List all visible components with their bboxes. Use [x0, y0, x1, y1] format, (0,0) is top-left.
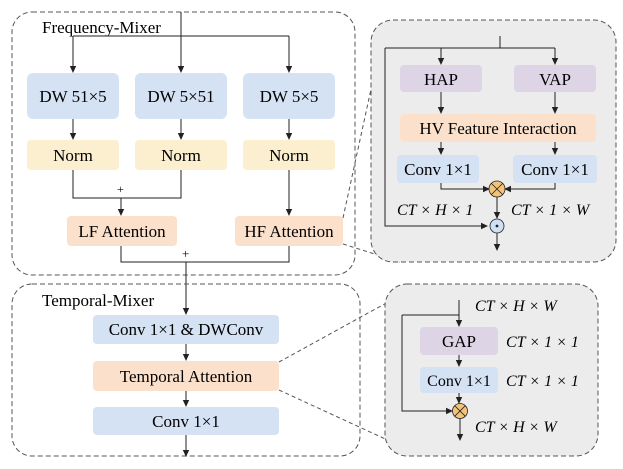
fm-merge-plus: +: [182, 246, 189, 261]
norm-label-3: Norm: [269, 146, 309, 165]
fm-merge-line: [72, 170, 182, 199]
norm-label-1: Norm: [53, 146, 93, 165]
dw-5x51-label: DW 5×51: [147, 87, 214, 106]
hap-block: [400, 65, 482, 92]
hf-conv-right-block: [513, 155, 597, 183]
conv-dwconv-block: [93, 315, 279, 344]
hf-dot-center: [495, 224, 499, 228]
hf-attention-block: [235, 216, 343, 246]
frequency-mixer-panel: Frequency-Mixer DW 51×5 DW 5×51 DW 5×5 N…: [11, 11, 356, 315]
norm-block-3: [243, 140, 335, 170]
dw-51x5-label: DW 51×5: [39, 87, 106, 106]
hf-conv-right-label: Conv 1×1: [521, 160, 589, 179]
ta-zoom-line-top: [278, 289, 411, 363]
hf-zoom-line-top: [342, 79, 374, 219]
hf-conv-left-block: [397, 155, 479, 183]
norm-block-1: [27, 140, 119, 170]
hv-interaction-block: [400, 114, 596, 142]
temporal-attention-label: Temporal Attention: [120, 367, 253, 386]
hf-dim-left-label: CT × H × 1: [397, 202, 473, 219]
ta-residual-path: [401, 315, 453, 415]
dw-5x5-label: DW 5×5: [260, 87, 319, 106]
hf-attention-label: HF Attention: [244, 222, 334, 241]
ta-detail-panel: CT × H × W GAP CT × 1 × 1 Conv 1×1 CT × …: [384, 283, 599, 457]
hf-arrow-mul-right: [504, 183, 556, 193]
ta-conv-label: Conv 1×1: [427, 373, 491, 390]
fm-plus-sign: +: [117, 182, 124, 196]
conv-out-block: [93, 407, 279, 435]
dw-51x5-block: [27, 73, 119, 119]
norm-block-2: [135, 140, 227, 170]
hv-interaction-label: HV Feature Interaction: [419, 119, 577, 138]
conv-out-label: Conv 1×1: [152, 412, 220, 431]
hf-multiply-cross-2: [491, 183, 503, 195]
conv-dwconv-label: Conv 1×1 & DWConv: [109, 320, 264, 339]
gap-label: GAP: [442, 332, 476, 351]
ta-conv-dim-label: CT × 1 × 1: [506, 373, 579, 390]
norm-label-2: Norm: [161, 146, 201, 165]
hf-detail-panel: HAP VAP HV Feature Interaction Conv 1×1 …: [370, 19, 617, 263]
temporal-mixer-panel: Temporal-Mixer Conv 1×1 & DWConv Tempora…: [11, 283, 361, 457]
hf-residual-path: [384, 48, 488, 230]
ta-output-dim-label: CT × H × W: [475, 419, 558, 436]
temporal-mixer-title: Temporal-Mixer: [42, 291, 154, 310]
ta-input-dim-label: CT × H × W: [475, 298, 558, 315]
vap-block: [514, 65, 596, 92]
gap-dim-label: CT × 1 × 1: [506, 334, 579, 351]
fm-output-merge: [120, 246, 290, 263]
vap-label: VAP: [539, 70, 571, 89]
hap-label: HAP: [424, 70, 458, 89]
dw-5x5-block: [243, 73, 335, 119]
frequency-mixer-title: Frequency-Mixer: [42, 18, 161, 37]
lf-attention-block: [67, 216, 177, 246]
hf-arrow-mul-left: [440, 183, 490, 193]
gap-block: [420, 327, 498, 355]
hf-dim-right-label: CT × 1 × W: [511, 202, 591, 219]
ta-multiply-cross-2: [454, 405, 466, 417]
ta-conv-block: [420, 367, 498, 393]
dw-5x51-block: [135, 73, 227, 119]
lf-attention-label: LF Attention: [78, 222, 166, 241]
hf-conv-left-label: Conv 1×1: [404, 160, 472, 179]
temporal-attention-block: [93, 361, 279, 391]
